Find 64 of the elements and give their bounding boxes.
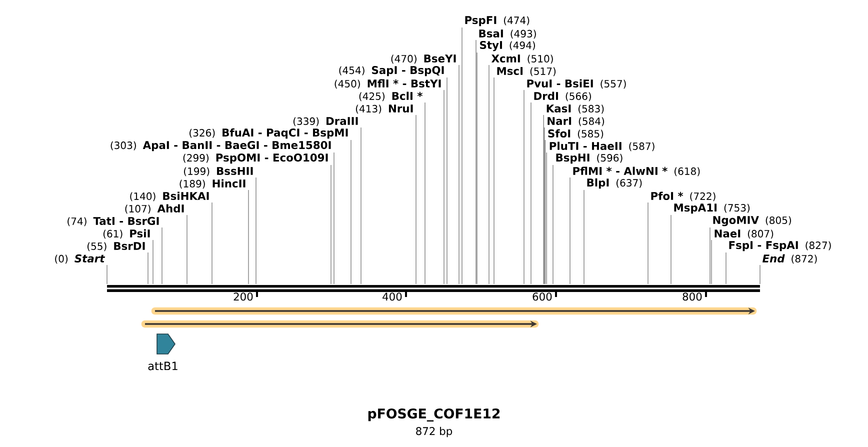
leader-line: [360, 127, 362, 284]
enzyme-site-label: StyI (494): [480, 40, 535, 52]
leader-line: [546, 152, 547, 284]
tick-label: 600: [532, 292, 552, 301]
leader-line: [488, 64, 490, 284]
sequence-length: 872 bp: [416, 426, 452, 438]
enzyme-site-label: BspHI (596): [556, 154, 622, 164]
enzyme-site-label: MscI (517): [497, 67, 556, 76]
enzyme-site-label: (74) TatI - BsrGI: [68, 216, 159, 226]
leader-line: [711, 240, 712, 284]
enzyme-site-label: NaeI (807): [714, 230, 774, 239]
enzyme-site-label: (339) DraIII: [293, 117, 358, 126]
enzyme-site-label: BsaI (493): [479, 30, 536, 39]
enzyme-site-label: (189) HincII: [180, 179, 246, 189]
enzyme-site-label: PspFI (474): [465, 16, 530, 26]
leader-line: [476, 52, 478, 284]
enzyme-site-label: (454) SapI - BspQI: [339, 66, 444, 76]
enzyme-site-label: BlpI (637): [587, 178, 642, 189]
enzyme-site-label: (425) BclI *: [359, 92, 422, 102]
enzyme-site-label: (199) BssHII: [184, 167, 253, 176]
enzyme-site-label: SfoI (585): [548, 129, 604, 139]
enzyme-site-label: DrdI (566): [534, 92, 591, 102]
enzyme-site-label: (470) BseYI: [391, 54, 456, 64]
enzyme-site-label: (0) Start: [55, 254, 106, 264]
tick-label: 200: [234, 292, 253, 301]
enzyme-site-label: FspI - FspAI (827): [729, 241, 831, 252]
enzyme-site-label: MspA1I (753): [674, 204, 750, 214]
enzyme-site-label: (326) BfuAI - PaqCI - BspMI: [190, 128, 348, 139]
feature-label: attB1: [148, 362, 178, 370]
leader-line: [330, 164, 332, 284]
enzyme-site-label: (413) NruI: [356, 104, 413, 114]
tick-label: 400: [382, 292, 402, 301]
enzyme-site-label: (303) ApaI - BanII - BaeGI - Bme1580I: [110, 141, 331, 152]
leader-line: [552, 164, 554, 284]
enzyme-site-label: (61) PsiI: [103, 229, 150, 239]
tick-label: 800: [682, 292, 702, 301]
leader-line: [544, 140, 546, 284]
enzyme-site-label: (299) PspOMI - EcoO109I: [183, 154, 328, 164]
enzyme-site-label: (107) AhdI: [125, 204, 184, 214]
enzyme-site-label: PfoI * (722): [651, 192, 716, 202]
leader-line: [544, 127, 545, 284]
enzyme-site-label: (140) BsiHKAI: [130, 192, 209, 202]
enzyme-site-label: NgoMIV (805): [713, 216, 792, 226]
enzyme-site-label: XcmI (510): [491, 54, 553, 64]
leader-line: [350, 140, 352, 284]
leader-line: [543, 114, 544, 284]
leader-line: [186, 214, 188, 284]
enzyme-site-label: (450) MflI * - BstYI: [334, 79, 441, 89]
leader-line: [458, 64, 460, 284]
leader-line: [670, 214, 672, 284]
leader-line: [152, 240, 154, 284]
enzyme-site-label: End (872): [762, 254, 817, 264]
leader-line: [106, 264, 108, 284]
enzyme-site-label: NarI (584): [548, 117, 604, 126]
enzyme-site-label: PvuI - BsiEI (557): [527, 79, 626, 89]
leader-line: [530, 102, 532, 284]
leader-line: [248, 190, 249, 284]
enzyme-site-label: PluTI - HaeII (587): [550, 142, 654, 152]
enzyme-site-label: (55) BsrDI: [88, 242, 145, 252]
leader-line: [424, 102, 426, 284]
map-title: pFOSGE_COF1E12: [368, 408, 500, 422]
enzyme-site-label: PflMI * - AlwNI * (618): [573, 166, 700, 176]
leader-line: [446, 77, 448, 284]
enzyme-site-label: KasI (583): [546, 104, 604, 114]
